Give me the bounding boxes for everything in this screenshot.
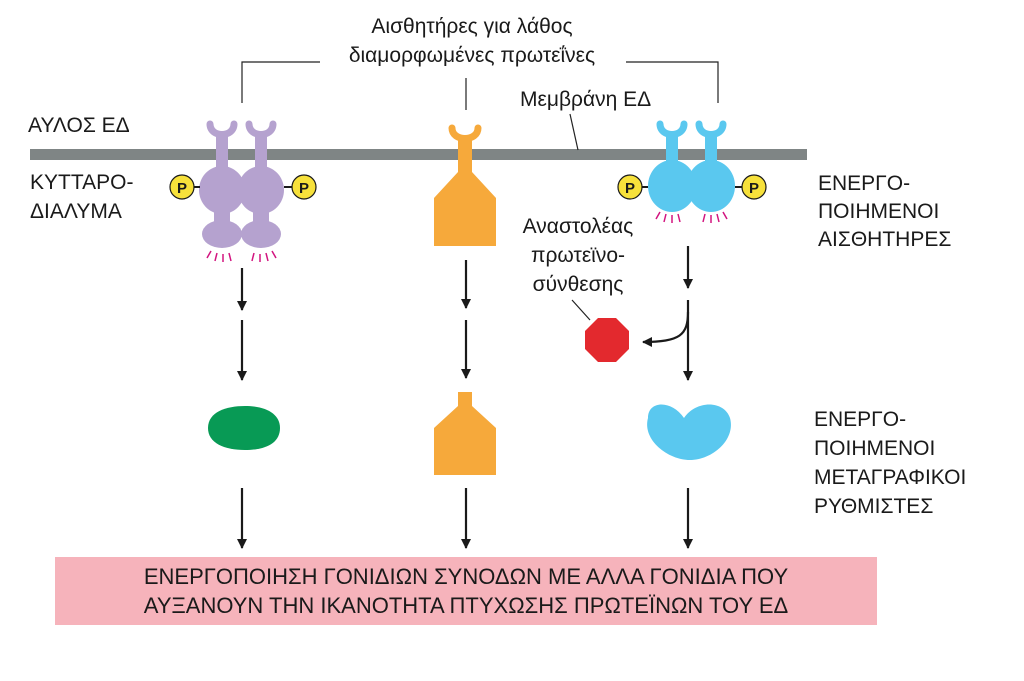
svg-text:P: P [625,180,635,197]
cytosol-label-line2: ΔΙΑΛΥΜΑ [30,200,122,223]
activation-ticks-purple [206,250,277,262]
svg-text:P: P [299,180,309,197]
sensors-bracket [241,61,719,103]
outcome-banner [55,557,877,625]
activation-ticks-blue [655,211,728,223]
sensor-orange [434,124,496,246]
inhibitor-label-line3: σύνθεσης [533,273,624,296]
outcome-banner-line1: ΕΝΕΡΓΟΠΟΙΗΣΗ ΓΟΝΙΔΙΩΝ ΣΥΝΟΔΩΝ ΜΕ ΑΛΛΑ ΓΟ… [144,564,789,589]
activated-sensors-line2: ΠΟΙΗΜΕΝΟΙ [818,200,939,223]
inhibitor-label-line1: Αναστολέας [523,215,634,238]
cytosol-label-line1: ΚΥΤΤΑΡΟ- [30,171,133,194]
arrow-right-branch [642,300,690,347]
er-membrane [30,149,807,160]
inhibitor-label-line2: πρωτεϊνο- [531,244,625,267]
svg-text:P: P [749,180,759,197]
phosphate-purple-right: P [284,174,317,200]
regulators-label-line1: ΕΝΕΡΓΟ- [814,408,906,431]
inhibitor-octagon [585,318,629,362]
regulators-label-line4: ΡΥΘΜΙΣΤΕΣ [814,495,933,518]
regulator-green [208,406,280,450]
svg-text:P: P [177,180,187,197]
outcome-banner-line2: ΑΥΞΑΝΟΥΝ ΤΗΝ ΙΚΑΝΟΤΗΤΑ ΠΤΥΧΩΣΗΣ ΠΡΩΤΕΪΝΩ… [144,593,789,618]
regulator-orange [434,392,496,475]
activated-sensors-line3: ΑΙΣΘΗΤΗΡΕΣ [818,228,951,251]
phosphate-blue-left: P [617,174,648,200]
sensor-purple-dimer [199,120,284,248]
sensors-title-line1: Αισθητήρες για λάθος [371,15,572,38]
er-lumen-label: ΑΥΛΟΣ ΕΔ [28,114,130,137]
phosphate-blue-right: P [735,174,767,200]
activated-sensors-line1: ΕΝΕΡΓΟ- [818,172,910,195]
phosphate-purple-left: P [169,174,200,200]
sensors-title-line2: διαμορφωμένες πρωτεΐνες [349,44,595,67]
regulators-label-line2: ΠΟΙΗΜΕΝΟΙ [814,437,935,460]
er-membrane-pointer [569,113,579,151]
inhibitor-pointer [571,299,591,321]
er-membrane-label: Μεμβράνη ΕΔ [520,88,651,111]
regulators-label-line3: ΜΕΤΑΓΡΑΦΙΚΟΙ [814,466,966,489]
sensor-blue-dimer [648,120,735,212]
regulator-blue [647,404,731,460]
